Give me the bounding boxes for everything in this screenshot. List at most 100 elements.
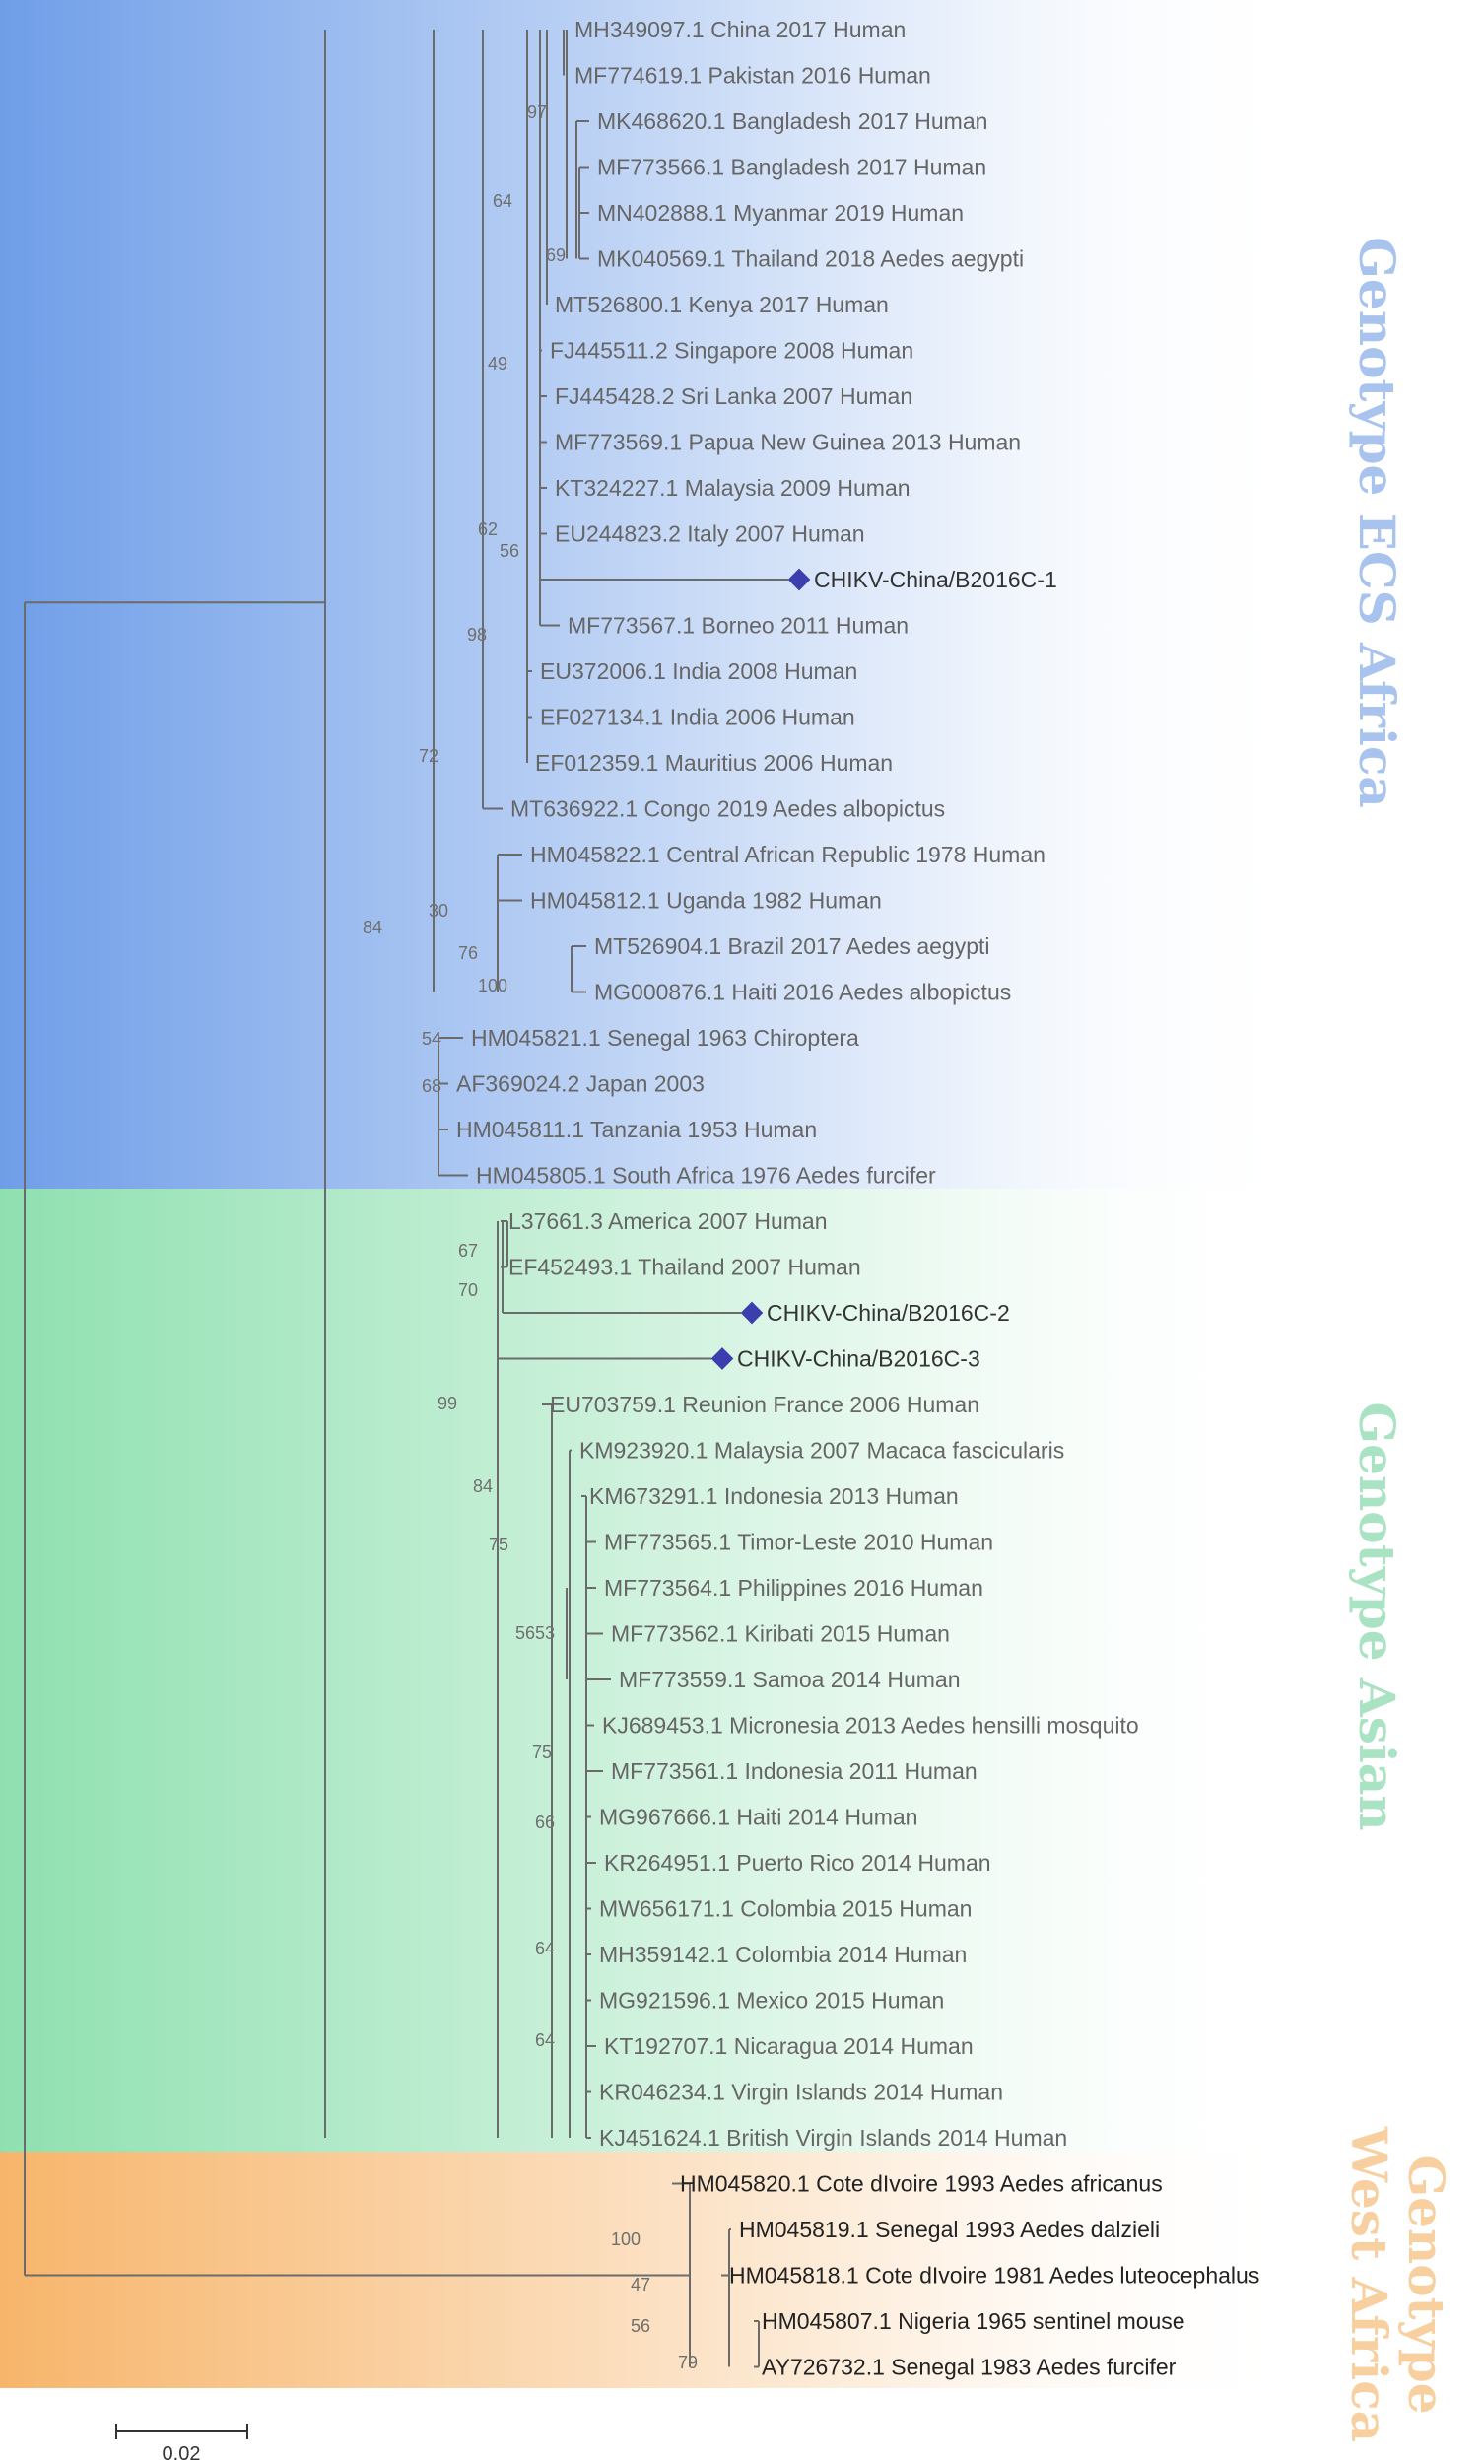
- leaf-label: EF452493.1 Thailand 2007 Human: [508, 1255, 861, 1280]
- leaf-label: EF012359.1 Mauritius 2006 Human: [535, 750, 893, 776]
- leaf-label: HM045821.1 Senegal 1963 Chiroptera: [471, 1025, 859, 1051]
- bootstrap-label: 69: [546, 245, 566, 265]
- leaf-label: MF773566.1 Bangladesh 2017 Human: [597, 155, 986, 180]
- bootstrap-label: 56: [631, 2316, 650, 2336]
- leaf-label: HM045811.1 Tanzania 1953 Human: [456, 1117, 817, 1142]
- highlight-leaf-label: CHIKV-China/B2016C-2: [767, 1300, 1010, 1326]
- leaf-label: MF773564.1 Philippines 2016 Human: [604, 1575, 983, 1601]
- bootstrap-label: 56: [515, 1623, 535, 1643]
- highlight-diamond-icon: [787, 568, 811, 591]
- tree-branches: [24, 30, 788, 2368]
- bootstrap-label: 75: [532, 1743, 552, 1762]
- leaf-label: MH359142.1 Colombia 2014 Human: [599, 1942, 967, 1967]
- bootstrap-label: 76: [458, 943, 478, 963]
- leaf-label: HM045818.1 Cote dIvoire 1981 Aedes luteo…: [729, 2263, 1259, 2289]
- genotype-west-africa-line2: West Africa: [1340, 2126, 1398, 2442]
- leaf-label: FJ445428.2 Sri Lanka 2007 Human: [555, 383, 912, 409]
- bootstrap-label: 100: [611, 2229, 641, 2249]
- bootstrap-label: 56: [500, 541, 519, 561]
- leaf-label: MG967666.1 Haiti 2014 Human: [599, 1805, 917, 1830]
- highlight-leaf-label: CHIKV-China/B2016C-3: [737, 1346, 980, 1372]
- leaf-label: MF773562.1 Kiribati 2015 Human: [611, 1621, 950, 1647]
- band-west-africa: [0, 2152, 1311, 2388]
- genotype-label-west-africa: Genotype West Africa: [1340, 2126, 1455, 2442]
- bootstrap-label: 98: [467, 625, 487, 645]
- bootstrap-labels: 9764694962569872843076100546867709984755…: [363, 103, 698, 2372]
- leaf-label: KR264951.1 Puerto Rico 2014 Human: [604, 1850, 991, 1876]
- band-ecs-africa: [0, 0, 1311, 1189]
- genotype-west-africa-line1: Genotype: [1397, 2155, 1455, 2414]
- leaf-label: MG921596.1 Mexico 2015 Human: [599, 1988, 944, 2014]
- leaf-label: MG000876.1 Haiti 2016 Aedes albopictus: [594, 980, 1011, 1005]
- leaf-label: KM923920.1 Malaysia 2007 Macaca fascicul…: [579, 1438, 1064, 1464]
- leaf-label: MH349097.1 China 2017 Human: [574, 17, 906, 42]
- bootstrap-label: 100: [478, 976, 507, 995]
- leaf-label: MT526800.1 Kenya 2017 Human: [555, 292, 889, 317]
- highlight-leaf-label: CHIKV-China/B2016C-1: [814, 567, 1057, 592]
- scale-bar-label: 0.02: [163, 2443, 201, 2464]
- leaf-label: KT324227.1 Malaysia 2009 Human: [555, 475, 911, 501]
- leaf-label: EU244823.2 Italy 2007 Human: [555, 521, 865, 547]
- bootstrap-label: 53: [535, 1623, 555, 1643]
- bootstrap-label: 66: [535, 1813, 555, 1832]
- genotype-ecs-africa-text: Genotype ECS Africa: [1348, 237, 1406, 808]
- leaf-label: AF369024.2 Japan 2003: [456, 1071, 705, 1097]
- leaf-label: MF773561.1 Indonesia 2011 Human: [611, 1758, 978, 1784]
- bootstrap-label: 67: [458, 1241, 478, 1261]
- bootstrap-label: 79: [678, 2353, 698, 2372]
- leaf-label: MK040569.1 Thailand 2018 Aedes aegypti: [597, 246, 1024, 272]
- bootstrap-label: 54: [422, 1029, 441, 1049]
- highlight-diamond-icon: [710, 1347, 734, 1370]
- bootstrap-label: 47: [631, 2275, 650, 2294]
- leaf-label: MN402888.1 Myanmar 2019 Human: [597, 200, 964, 226]
- leaf-label: EF027134.1 India 2006 Human: [540, 705, 855, 730]
- leaf-label: EU372006.1 India 2008 Human: [540, 658, 857, 684]
- leaf-label: MF774619.1 Pakistan 2016 Human: [574, 63, 931, 89]
- scale-bar: 0.02: [115, 2424, 248, 2464]
- bootstrap-label: 70: [458, 1280, 478, 1300]
- bootstrap-label: 75: [489, 1535, 508, 1554]
- bootstrap-label: 97: [527, 103, 547, 122]
- leaf-label: KM673291.1 Indonesia 2013 Human: [589, 1483, 959, 1509]
- leaf-label: AY726732.1 Senegal 1983 Aedes furcifer: [762, 2355, 1177, 2380]
- leaf-label: MF773565.1 Timor-Leste 2010 Human: [604, 1530, 993, 1555]
- leaf-label: HM045822.1 Central African Republic 1978…: [530, 842, 1046, 867]
- genotype-label-ecs-africa: Genotype ECS Africa: [1348, 237, 1406, 808]
- highlight-diamond-icon: [740, 1301, 764, 1325]
- leaf-label: MT636922.1 Congo 2019 Aedes albopictus: [510, 796, 945, 822]
- leaf-label: HM045807.1 Nigeria 1965 sentinel mouse: [762, 2308, 1185, 2334]
- leaf-label: MF773559.1 Samoa 2014 Human: [619, 1667, 961, 1692]
- bootstrap-label: 30: [429, 901, 448, 921]
- leaf-label: MT526904.1 Brazil 2017 Aedes aegypti: [594, 933, 990, 959]
- leaf-label: KT192707.1 Nicaragua 2014 Human: [604, 2033, 974, 2059]
- bootstrap-label: 84: [363, 918, 382, 937]
- leaf-label: FJ445511.2 Singapore 2008 Human: [550, 338, 913, 364]
- bootstrap-label: 99: [438, 1394, 457, 1413]
- leaf-label: MF773567.1 Borneo 2011 Human: [568, 613, 909, 639]
- genotype-label-asian: Genotype Asian: [1348, 1402, 1406, 1830]
- leaf-label: HM045805.1 South Africa 1976 Aedes furci…: [476, 1163, 936, 1189]
- band-asian: [0, 1189, 1311, 2152]
- leaf-label: L37661.3 America 2007 Human: [508, 1208, 828, 1234]
- bootstrap-label: 64: [535, 2030, 555, 2050]
- bootstrap-label: 68: [422, 1076, 441, 1096]
- bootstrap-label: 64: [535, 1939, 555, 1958]
- bootstrap-label: 72: [419, 746, 438, 766]
- leaf-label: MF773569.1 Papua New Guinea 2013 Human: [555, 430, 1021, 455]
- leaf-label: KJ689453.1 Micronesia 2013 Aedes hensill…: [602, 1713, 1139, 1739]
- leaf-label: HM045819.1 Senegal 1993 Aedes dalzieli: [739, 2217, 1160, 2242]
- bootstrap-label: 64: [493, 191, 512, 211]
- leaf-label: MK468620.1 Bangladesh 2017 Human: [597, 108, 987, 134]
- bootstrap-label: 49: [488, 354, 507, 374]
- leaf-label: KJ451624.1 British Virgin Islands 2014 H…: [599, 2125, 1067, 2151]
- leaf-label: MW656171.1 Colombia 2015 Human: [599, 1896, 972, 1922]
- bootstrap-label: 62: [478, 519, 498, 539]
- leaf-label: KR046234.1 Virgin Islands 2014 Human: [599, 2080, 1003, 2105]
- leaf-label: HM045812.1 Uganda 1982 Human: [530, 888, 882, 914]
- leaf-label: HM045820.1 Cote dIvoire 1993 Aedes afric…: [680, 2171, 1163, 2197]
- leaf-label: EU703759.1 Reunion France 2006 Human: [550, 1392, 979, 1417]
- genotype-asian-text: Genotype Asian: [1348, 1402, 1406, 1830]
- bootstrap-label: 84: [473, 1476, 493, 1496]
